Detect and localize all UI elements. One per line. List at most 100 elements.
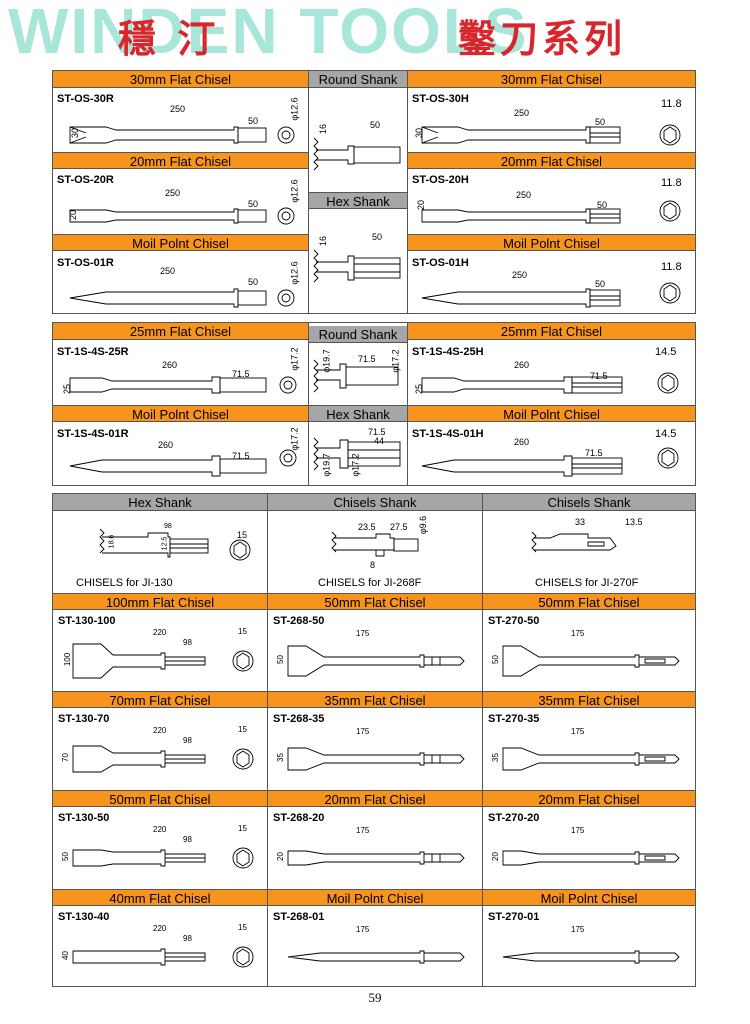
drawing-row3-col2 xyxy=(287,850,465,866)
code-row2-col1: ST-130-70 xyxy=(58,713,110,725)
drawing-row4-col3 xyxy=(502,950,680,964)
dim-width-row3-col3: 20 xyxy=(490,852,500,861)
code-row4-col3: ST-270-01 xyxy=(488,911,540,923)
header-30mm-flat-h: 30mm Flat Chisel xyxy=(408,71,695,88)
dim-175-row3-col3: 175 xyxy=(571,826,585,835)
code-row3-col2: ST-268-20 xyxy=(273,812,325,824)
dim-220-row2: 220 xyxy=(153,726,167,735)
drawing-hex-shank xyxy=(313,249,401,283)
dim-width-row4-col1: 40 xyxy=(60,951,70,960)
header-row4-col2: Moil Polnt Chisel xyxy=(268,889,482,906)
drawing-chisels-shank-270 xyxy=(531,531,617,553)
code-row1-col3: ST-270-50 xyxy=(488,615,540,627)
header-hex-shank-3: Hex Shank xyxy=(53,494,267,511)
drawing-moil-chisel-r-2 xyxy=(69,449,297,477)
header-moil-r-2: Moil Polnt Chisel xyxy=(53,405,308,422)
header-moil-h: Moil Polnt Chisel xyxy=(408,234,695,251)
code-st-os-20r: ST-OS-20R xyxy=(57,174,114,186)
code-st-os-01h: ST-OS-01H xyxy=(412,257,469,269)
drawing-row3-col1 xyxy=(72,847,254,869)
dim-width-row3-col2: 20 xyxy=(275,852,285,861)
dim-98-row4: 98 xyxy=(183,934,192,943)
note-ji130: CHISELS for JI-130 xyxy=(76,577,173,589)
panel-130-268-270 xyxy=(52,493,696,987)
header-hex-shank: Hex Shank xyxy=(309,192,407,209)
dim-98-row2: 98 xyxy=(183,736,192,745)
drawing-row4-col2 xyxy=(287,950,465,964)
dim-175-row4-col2: 175 xyxy=(356,925,370,934)
dim-220-row1: 220 xyxy=(153,628,167,637)
code-row2-col3: ST-270-35 xyxy=(488,713,540,725)
watermark-text: WINDEN TOOLS xyxy=(8,0,529,67)
header-chisels-shank-268: Chisels Shank xyxy=(268,494,482,511)
page-number: 59 xyxy=(368,990,382,1005)
drawing-row2-col1 xyxy=(72,745,254,773)
header-row4-col1: 40mm Flat Chisel xyxy=(53,889,267,906)
drawing-hex-shank-2 xyxy=(313,437,401,471)
header-row1-col2: 50mm Flat Chisel xyxy=(268,593,482,610)
header-30mm-flat-r: 30mm Flat Chisel xyxy=(53,71,308,88)
header-25mm-flat-h: 25mm Flat Chisel xyxy=(408,323,695,340)
note-ji270f: CHISELS for JI-270F xyxy=(535,577,639,589)
code-st-1s-4s-25r: ST-1S-4S-25R xyxy=(57,346,129,358)
code-row4-col1: ST-130-40 xyxy=(58,911,110,923)
header-row1-col3: 50mm Flat Chisel xyxy=(483,593,695,610)
code-st-os-30r: ST-OS-30R xyxy=(57,93,114,105)
code-row1-col1: ST-130-100 xyxy=(58,615,116,627)
header-row4-col3: Moil Polnt Chisel xyxy=(483,889,695,906)
drawing-row4-col1 xyxy=(72,946,254,968)
header-hex-shank-2: Hex Shank xyxy=(309,405,407,422)
drawing-round-shank xyxy=(313,137,401,171)
brand-name-cn: 穩 汀 xyxy=(118,17,220,61)
code-st-os-30h: ST-OS-30H xyxy=(412,93,469,105)
header-25mm-flat-r: 25mm Flat Chisel xyxy=(53,323,308,340)
drawing-moil-chisel-h-2 xyxy=(421,447,679,477)
header-row2-col2: 35mm Flat Chisel xyxy=(268,691,482,708)
code-st-1s-4s-01h: ST-1S-4S-01H xyxy=(412,428,484,440)
drawing-moil-chisel-h xyxy=(421,282,681,308)
drawing-row1-col3 xyxy=(502,645,680,677)
dim-width-row1-col3: 50 xyxy=(490,655,500,664)
drawing-row2-col2 xyxy=(287,747,465,771)
page-banner: WINDEN TOOLS 穩 汀 鑿刀系列 xyxy=(0,0,750,67)
header-row2-col3: 35mm Flat Chisel xyxy=(483,691,695,708)
code-st-1s-4s-01r: ST-1S-4S-01R xyxy=(57,428,129,440)
dim-98-row1: 98 xyxy=(183,638,192,647)
code-st-os-01r: ST-OS-01R xyxy=(57,257,114,269)
drawing-row3-col3 xyxy=(502,850,680,866)
dim-175-row2-col2: 175 xyxy=(356,727,370,736)
drawing-row1-col1 xyxy=(72,643,254,679)
code-st-1s-4s-25h: ST-1S-4S-25H xyxy=(412,346,484,358)
dim-15-row2: 15 xyxy=(238,725,247,734)
drawing-flat-chisel-20h xyxy=(421,200,681,224)
dim-220-row4: 220 xyxy=(153,924,167,933)
dim-98-row3: 98 xyxy=(183,835,192,844)
header-moil-h-2: Moil Polnt Chisel xyxy=(408,405,695,422)
header-chisels-shank-270: Chisels Shank xyxy=(483,494,695,511)
drawing-flat-chisel-30h xyxy=(421,124,681,146)
panel-os-chisels xyxy=(52,70,696,314)
dim-220-row3: 220 xyxy=(153,825,167,834)
header-20mm-flat-r: 20mm Flat Chisel xyxy=(53,152,308,169)
dim-width-row1-col1: 100 xyxy=(63,652,73,667)
code-row1-col2: ST-268-50 xyxy=(273,615,325,627)
panel-1s-4s-chisels xyxy=(52,322,696,486)
header-row3-col3: 20mm Flat Chisel xyxy=(483,790,695,807)
dim-175-row1-col3: 175 xyxy=(571,629,585,638)
dim-15-row1: 15 xyxy=(238,627,247,636)
dim-width-row3-col1: 50 xyxy=(60,852,70,861)
dim-15-row4: 15 xyxy=(238,923,247,932)
note-ji268f: CHISELS for JI-268F xyxy=(318,577,422,589)
drawing-row1-col2 xyxy=(287,645,465,677)
code-row3-col1: ST-130-50 xyxy=(58,812,110,824)
drawing-row2-col3 xyxy=(502,747,680,771)
dim-175-row1-col2: 175 xyxy=(356,629,370,638)
dim-width-row2-col1: 70 xyxy=(60,753,70,762)
dim-width-row1-col2: 50 xyxy=(275,655,285,664)
dim-width-row2-col3: 35 xyxy=(490,753,500,762)
dim-175-row3-col2: 175 xyxy=(356,826,370,835)
drawing-chisels-shank-268 xyxy=(331,531,419,557)
header-round-shank: Round Shank xyxy=(309,71,407,88)
drawing-flat-chisel-20r xyxy=(69,207,295,225)
header-moil-r: Moil Polnt Chisel xyxy=(53,234,308,251)
